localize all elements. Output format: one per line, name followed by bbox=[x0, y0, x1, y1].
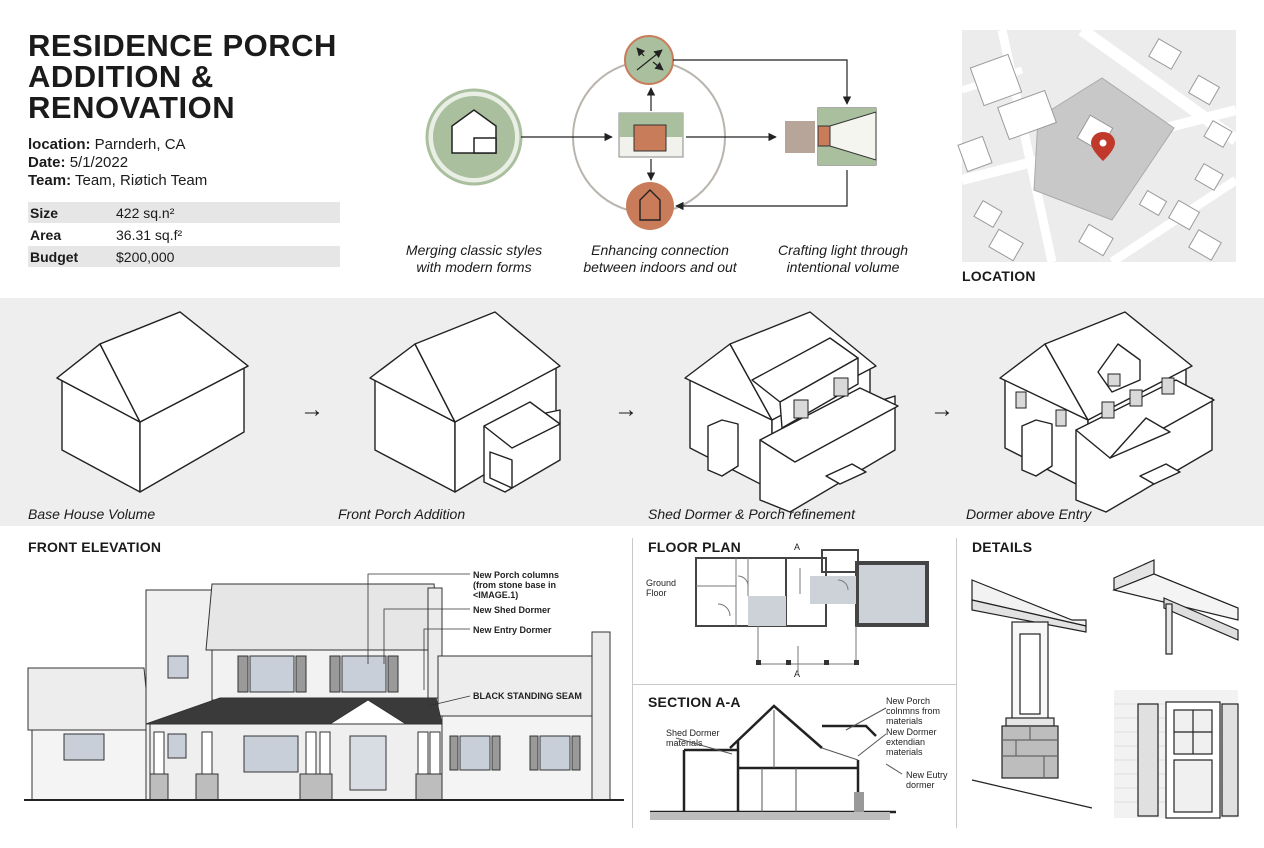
expand-node bbox=[624, 35, 674, 85]
note-line: dormer bbox=[906, 780, 935, 790]
note-line: New Porch columns bbox=[473, 570, 560, 580]
note-line: (from stone base in bbox=[473, 580, 557, 590]
note-line: New Eutry bbox=[906, 770, 948, 780]
note-line: materials bbox=[886, 716, 923, 726]
spec-row-size: Size 422 sq.n² bbox=[28, 202, 340, 223]
section-note-entry-dormer: New Eutry dormer bbox=[906, 770, 948, 790]
title-line-1: RESIDENCE PORCH bbox=[28, 28, 337, 63]
team-row: Team: Team, Riøtich Team bbox=[28, 172, 207, 189]
stage-caption-4: Dormer above Entry bbox=[966, 506, 1092, 522]
date-value: 5/1/2022 bbox=[69, 154, 129, 171]
spec-value: $200,000 bbox=[116, 248, 175, 265]
section-heading: SECTION A-A bbox=[648, 694, 741, 710]
concept-caption-2: Enhancing connection between indoors and… bbox=[570, 242, 750, 276]
caption-line: intentional volume bbox=[786, 259, 900, 275]
note-line: Shed Dormer bbox=[666, 728, 720, 738]
front-elevation-drawing bbox=[24, 573, 624, 801]
spec-value: 422 sq.n² bbox=[116, 204, 175, 221]
divider bbox=[632, 684, 956, 685]
spec-label: Area bbox=[30, 226, 62, 243]
spec-label: Size bbox=[30, 204, 59, 221]
note-line: New Porch bbox=[886, 696, 931, 706]
floor-plan-drawing bbox=[695, 549, 929, 674]
section-note-dormer-extension: New Dormer extendian materials bbox=[886, 727, 937, 757]
stage-caption-2: Front Porch Addition bbox=[338, 506, 466, 522]
detail-column-eave bbox=[971, 579, 1093, 809]
elevation-note-standing-seam: BLACK STANDING SEAM bbox=[473, 691, 582, 701]
divider bbox=[632, 538, 633, 828]
ground-floor-label: Ground Floor bbox=[646, 578, 676, 598]
date-row: Date: 5/1/2022 bbox=[28, 154, 128, 171]
details-heading: DETAILS bbox=[972, 539, 1033, 555]
section-cut-a-bottom: A bbox=[794, 669, 801, 679]
arrow-icon: → bbox=[300, 396, 324, 423]
location-heading: LOCATION bbox=[962, 268, 1036, 284]
detail-eave-gutter bbox=[1112, 559, 1239, 655]
location-pin-icon bbox=[1091, 132, 1115, 161]
location-value: Parnderh, CA bbox=[94, 136, 186, 153]
caption-line: between indoors and out bbox=[583, 259, 737, 275]
note-line: <IMAGE.1) bbox=[473, 590, 519, 600]
spec-row-budget: Budget $200,000 bbox=[28, 246, 340, 267]
elevation-note-shed-dormer: New Shed Dormer bbox=[473, 605, 551, 615]
concept-cycle-ring bbox=[572, 60, 726, 214]
note-line: materials bbox=[666, 738, 703, 748]
caption-line: Crafting light through bbox=[778, 242, 908, 258]
classic-house-node bbox=[425, 88, 523, 186]
section-note-shed-dormer: Shed Dormer materials bbox=[666, 728, 720, 748]
stage-caption-3: Shed Dormer & Porch refinement bbox=[648, 506, 855, 522]
spec-value: 36.31 sq.f² bbox=[116, 226, 183, 243]
label-line: Floor bbox=[646, 588, 667, 598]
section-drawing bbox=[650, 704, 903, 820]
floor-plan-heading: FLOOR PLAN bbox=[648, 539, 741, 555]
detail-window-shutters bbox=[1114, 690, 1239, 819]
spec-table: Size 422 sq.n² Area 36.31 sq.f² Budget $… bbox=[28, 202, 340, 268]
elevation-note-entry-dormer: New Entry Dormer bbox=[473, 625, 552, 635]
concept-caption-3: Crafting light through intentional volum… bbox=[765, 242, 921, 276]
title-line-2: ADDITION & bbox=[28, 59, 214, 94]
elevation-note-columns: New Porch columns (from stone base in <I… bbox=[473, 570, 559, 600]
center-volume-node bbox=[618, 112, 684, 158]
location-map bbox=[957, 25, 1240, 266]
caption-line: Merging classic styles bbox=[405, 242, 543, 258]
front-elevation-heading: FRONT ELEVATION bbox=[28, 539, 162, 555]
label-line: Ground bbox=[646, 578, 677, 588]
arrow-icon: → bbox=[930, 396, 954, 423]
note-line: materials bbox=[886, 747, 923, 757]
note-line: colnmns from bbox=[886, 706, 941, 716]
title-line-3: RENOVATION bbox=[28, 90, 236, 125]
stage-caption-1: Base House Volume bbox=[28, 506, 156, 522]
caption-line: with modern forms bbox=[416, 259, 532, 275]
location-label: location: bbox=[28, 136, 91, 153]
gable-node bbox=[626, 182, 674, 230]
concept-caption-1: Merging classic styles with modern forms bbox=[394, 242, 554, 276]
spec-row-area: Area 36.31 sq.f² bbox=[28, 224, 340, 245]
team-value: Team, Riøtich Team bbox=[74, 172, 208, 189]
light-volume-node bbox=[785, 107, 877, 166]
note-line: extendian bbox=[886, 737, 926, 747]
spec-label: Budget bbox=[30, 248, 79, 265]
caption-line: Enhancing connection bbox=[591, 242, 729, 258]
note-line: New Dormer bbox=[886, 727, 937, 737]
arrow-icon: → bbox=[614, 396, 638, 423]
team-label: Team: bbox=[28, 172, 72, 189]
divider bbox=[956, 538, 957, 828]
project-title: RESIDENCE PORCH ADDITION & RENOVATION bbox=[28, 30, 337, 123]
date-label: Date: bbox=[28, 154, 66, 171]
section-note-porch-columns: New Porch colnmns from materials bbox=[886, 696, 940, 726]
location-row: location: Parnderh, CA bbox=[28, 136, 186, 153]
section-cut-a-top: A bbox=[794, 542, 801, 552]
